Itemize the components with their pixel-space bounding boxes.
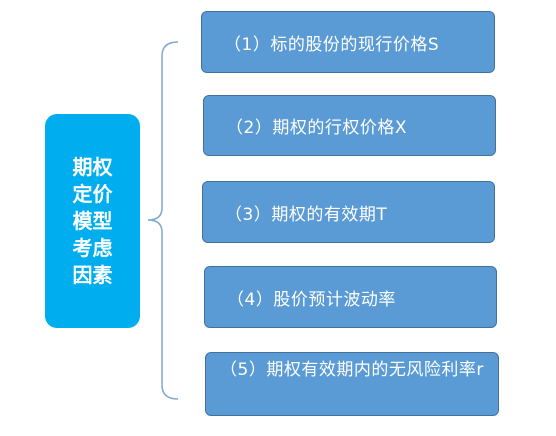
factor-label-2: （2）期权的行权价格X	[226, 118, 407, 138]
root-node: 期权定价模型考虑因素	[45, 114, 140, 328]
brace-path	[147, 41, 179, 400]
factor-box-2: （2）期权的行权价格X	[203, 95, 496, 156]
factor-label-4: （4）股价预计波动率	[227, 289, 396, 310]
factor-label-5: （5）期权有效期内的无风险利率r	[220, 360, 484, 380]
factor-box-3: （3）期权的有效期T	[202, 181, 495, 243]
factor-label-1: （1）标的股份的现行价格S	[224, 34, 440, 55]
factor-label-3: （3）期权的有效期T	[225, 204, 388, 225]
factor-box-1: （1）标的股份的现行价格S	[201, 11, 495, 73]
root-label: 期权定价模型考虑因素	[72, 154, 113, 287]
factor-box-5: （5）期权有效期内的无风险利率r	[205, 352, 499, 416]
factor-box-4: （4）股价预计波动率	[204, 266, 497, 328]
